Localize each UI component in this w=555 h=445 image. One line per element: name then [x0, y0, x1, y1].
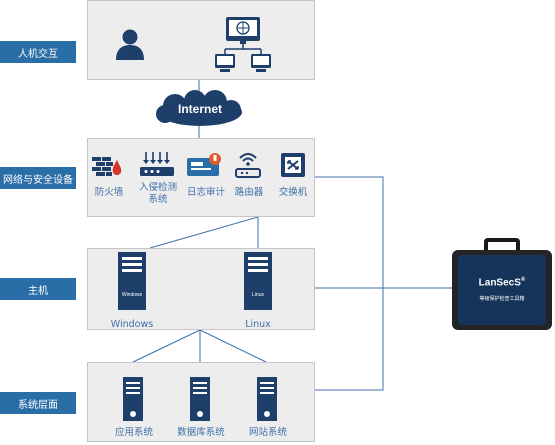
toolbox-registered-mark: ®	[520, 277, 526, 283]
layer-label-host: 主机	[0, 278, 76, 300]
web-system-server	[257, 377, 277, 421]
internet-cloud: Internet	[156, 90, 242, 126]
layer-label-system: 系统层面	[0, 392, 76, 414]
ids-label: 入侵检测 系统	[134, 182, 182, 206]
log-audit-label: 日志审计	[186, 187, 225, 198]
layer-label-network: 网络与安全设备	[0, 167, 76, 189]
layer-label-hci: 人机交互	[0, 41, 76, 63]
log-audit-icon	[187, 153, 221, 176]
toolbox-handle	[484, 238, 520, 252]
linux-server: Linux	[244, 252, 272, 310]
linux-server-tag: Linux	[252, 292, 264, 298]
toolbox-subtitle: 等级保护检查工具箱	[479, 296, 525, 302]
toolbox-brand: LanSecS®	[458, 277, 546, 288]
ids-label-text: 入侵检测 系统	[138, 182, 177, 205]
windows-server-tag: Windows	[121, 292, 143, 298]
app-system-server	[123, 377, 143, 421]
lansecs-toolbox: LanSecS® 等级保护检查工具箱	[452, 250, 552, 330]
app-system-label: 应用系统	[114, 427, 153, 438]
firewall-icon	[92, 157, 122, 176]
linux-label: Linux	[245, 319, 271, 330]
switch-icon	[281, 153, 305, 177]
router-icon	[235, 153, 261, 178]
network-panel	[87, 138, 315, 217]
firewall-label: 防火墙	[94, 187, 124, 198]
windows-label: Windows	[110, 319, 154, 330]
user-icon	[116, 29, 144, 60]
router-label: 路由器	[234, 187, 264, 198]
internet-label: Internet	[178, 102, 222, 116]
toolbox-panel: LanSecS® 等级保护检查工具箱	[458, 255, 546, 325]
connector-lines	[132, 80, 454, 391]
switch-label: 交换机	[278, 187, 308, 198]
db-system-label: 数据库系统	[177, 427, 225, 438]
web-system-label: 网站系统	[248, 427, 287, 438]
hci-panel	[87, 0, 315, 80]
windows-server: Windows	[118, 252, 146, 310]
db-system-server	[190, 377, 210, 421]
ids-icon	[140, 152, 174, 176]
network-computers-icon	[215, 17, 271, 72]
toolbox-brand-text: LanSecS	[478, 277, 521, 289]
